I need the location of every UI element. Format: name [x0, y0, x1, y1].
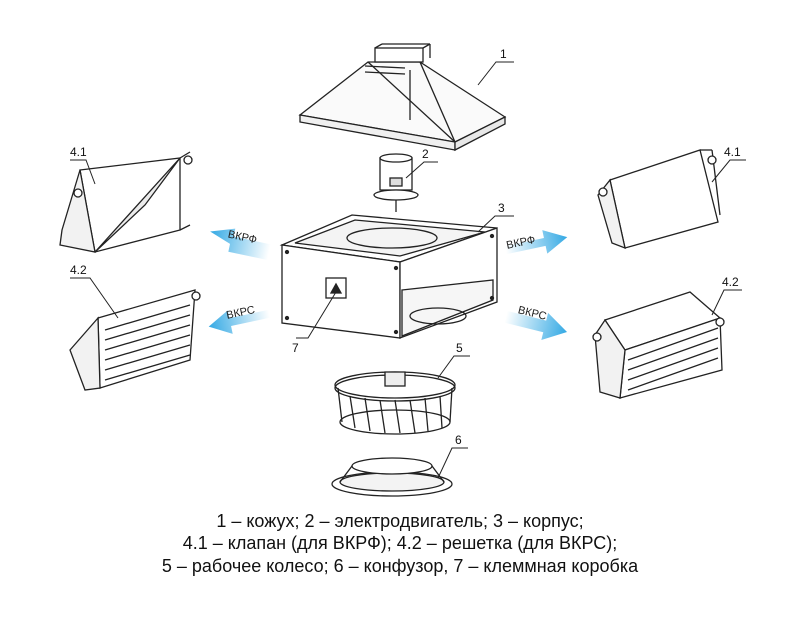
housing [279, 214, 498, 339]
callout-7: 7 [292, 341, 299, 355]
callout-4-1-right: 4.1 [724, 145, 741, 159]
callout-6: 6 [455, 433, 462, 447]
callout-2: 2 [422, 147, 429, 161]
arrow-upper-right [504, 230, 568, 255]
arrow-label-upper-right: ВКРФ [505, 234, 536, 252]
callout-4-2-right: 4.2 [722, 275, 739, 289]
hood-cover [298, 43, 507, 152]
impeller [334, 371, 456, 435]
arrow-label-upper-left: ВКРФ [227, 229, 258, 247]
callout-4-2-left: 4.2 [70, 263, 87, 277]
motor [373, 153, 419, 212]
caption-line-1: 1 – кожух; 2 – электродвигатель; 3 – кор… [216, 511, 584, 531]
callout-1: 1 [500, 47, 507, 61]
callout-4-1-left: 4.1 [70, 145, 87, 159]
caption-line-2: 4.1 – клапан (для ВКРФ); 4.2 – решетка (… [182, 533, 618, 553]
arrow-lower-left [208, 309, 271, 334]
valve-right [597, 149, 721, 250]
callout-5: 5 [456, 341, 463, 355]
arrow-label-lower-left: ВКРС [225, 304, 256, 322]
arrow-upper-left [210, 228, 271, 261]
callout-3: 3 [498, 201, 505, 215]
valve-left [59, 151, 193, 253]
arrow-lower-right [504, 310, 568, 341]
inlet-cone [331, 457, 453, 497]
caption-line-3: 5 – рабочее колесо; 6 – конфузор, 7 – кл… [161, 556, 639, 576]
grille-left [69, 289, 201, 391]
leader-lines [70, 61, 746, 479]
grille-right [592, 291, 725, 399]
